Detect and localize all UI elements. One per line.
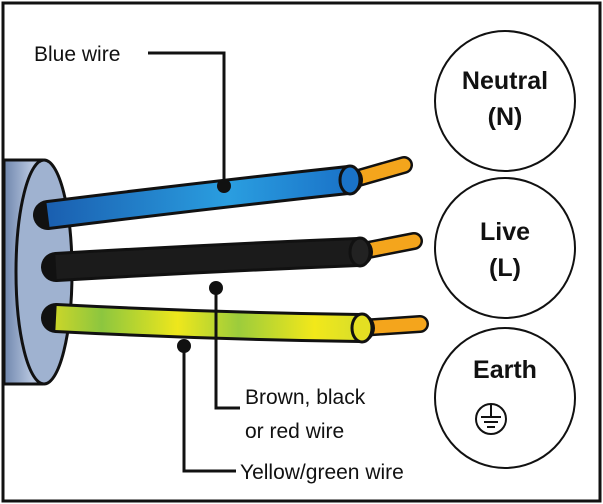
live-label: Live [480,218,530,246]
yellow-green-wire-label: Yellow/green wire [240,461,404,484]
earth-label: Earth [473,356,537,384]
earth-ground-icon [475,403,507,435]
blue-wire [33,164,363,230]
live-code: (L) [489,254,521,282]
brown-wire-label-line2: or red wire [245,420,344,443]
brown-wire-leader [214,288,240,410]
yellow-green-wire-dot [177,339,191,353]
black-wire [41,236,373,282]
neutral-code: (N) [488,103,523,131]
blue-wire-label: Blue wire [34,43,120,66]
terminal-live: Live (L) [434,177,576,319]
brown-wire-dot [209,281,223,295]
yellow-green-wire-leader [182,346,236,473]
neutral-label: Neutral [462,67,548,95]
terminal-neutral: Neutral (N) [434,30,576,172]
leader-lines [148,51,240,473]
brown-wire-label-line1: Brown, black [245,386,366,409]
terminal-earth: Earth [434,327,576,469]
blue-wire-dot [217,179,231,193]
yellow-green-wire [41,303,375,344]
blue-wire-leader [148,51,226,184]
